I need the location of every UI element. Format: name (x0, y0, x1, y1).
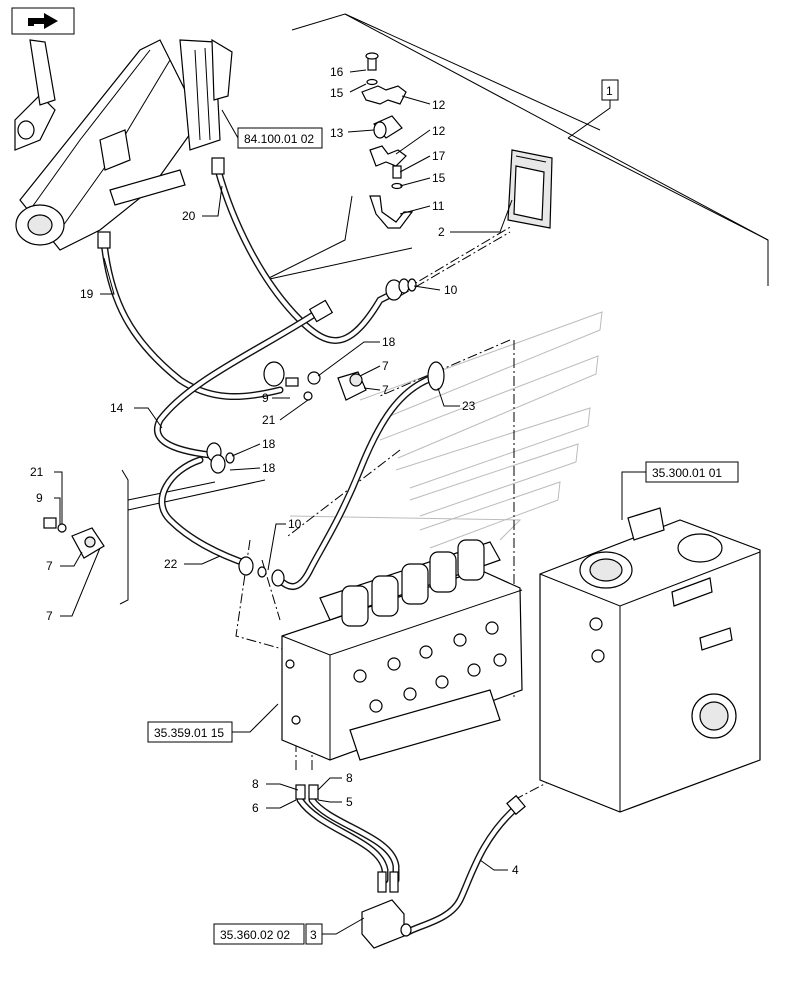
selector-valve (361, 871, 412, 949)
callout-13: 13 (330, 126, 344, 140)
ref-box-35359[interactable]: 35.359.01 15 (147, 721, 233, 743)
callout-10: 10 (444, 283, 458, 297)
callout-14: 14 (110, 401, 124, 415)
callout-21b: 21 (30, 465, 44, 479)
hydraulic-tank (539, 507, 761, 813)
callout-10b: 10 (288, 517, 302, 531)
callout-7d: 7 (46, 609, 53, 623)
callout-16: 16 (330, 65, 344, 79)
callout-22: 22 (164, 557, 178, 571)
callout-12: 12 (432, 98, 446, 112)
fittings (43, 157, 526, 816)
control-valve (281, 539, 523, 761)
callout-17: 17 (432, 149, 446, 163)
callout-8b: 8 (346, 771, 353, 785)
ref-box-1[interactable]: 1 (601, 79, 619, 101)
callout-9: 9 (262, 391, 269, 405)
callout-7c: 7 (46, 559, 53, 573)
callout-19: 19 (80, 287, 94, 301)
callout-15: 15 (330, 86, 344, 100)
callout-18: 18 (382, 335, 396, 349)
ref-35359-label: 35.359.01 15 (154, 726, 224, 740)
callout-9b: 9 (36, 491, 43, 505)
decal-sticker (507, 149, 553, 229)
ref-84-label: 84.100.01 02 (244, 132, 314, 146)
callout-21: 21 (262, 413, 276, 427)
callout-8: 8 (252, 777, 259, 791)
callout-18b: 18 (262, 437, 276, 451)
ref-35300-label: 35.300.01 01 (652, 466, 722, 480)
callout-11: 11 (432, 199, 445, 213)
callout-23: 23 (462, 399, 476, 413)
valve-spools (341, 539, 485, 627)
ref-box-84[interactable]: 84.100.01 02 (237, 127, 323, 149)
callout-12b: 12 (432, 124, 446, 138)
ref-1-label: 1 (606, 84, 613, 98)
callout-18c: 18 (262, 461, 276, 475)
callout-labels: 16 15 12 13 12 17 15 11 2 10 20 19 18 7 … (30, 65, 519, 877)
hoses (100, 166, 520, 936)
ref-35360-num-label: 3 (310, 928, 317, 942)
callout-2: 2 (438, 225, 445, 239)
callout-20: 20 (182, 209, 196, 223)
loader-arm (14, 38, 233, 251)
clamp-assembly (361, 52, 414, 229)
assembly-outline (119, 13, 769, 605)
ref-35360-label: 35.360.02 02 (220, 928, 290, 942)
ref-box-35300[interactable]: 35.300.01 01 (645, 461, 739, 483)
callout-7b: 7 (382, 383, 389, 397)
valve-ports (285, 621, 507, 725)
dash-leaders (235, 225, 591, 801)
callout-6: 6 (252, 801, 259, 815)
callout-leaders (54, 69, 513, 871)
forward-arrow-icon[interactable] (11, 7, 75, 35)
callout-4: 4 (512, 863, 519, 877)
callout-15b: 15 (432, 171, 446, 185)
callout-5: 5 (346, 795, 353, 809)
ref-box-35360[interactable]: 35.360.02 02 (213, 923, 305, 945)
callout-7: 7 (382, 359, 389, 373)
guide-lines (289, 311, 603, 549)
ref-box-35360-num[interactable]: 3 (305, 923, 323, 945)
